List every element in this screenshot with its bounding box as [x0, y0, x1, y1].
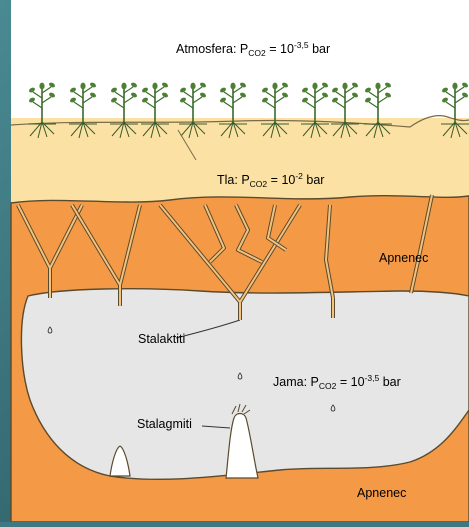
- atmosphere-layer: [11, 0, 469, 118]
- soil-label: Tla: PCO2 = 10-2 bar: [217, 172, 324, 189]
- stalagmites-label: Stalagmiti: [137, 418, 192, 431]
- stalactites-label: Stalaktiti: [138, 333, 185, 346]
- cave-label: Jama: PCO2 = 10-3,5 bar: [273, 374, 401, 391]
- soil-layer: [11, 118, 469, 205]
- limestone-label-lower: Apnenec: [357, 487, 406, 500]
- atmosphere-label: Atmosfera: PCO2 = 10-3,5 bar: [176, 41, 330, 58]
- limestone-label-upper: Apnenec: [379, 252, 428, 265]
